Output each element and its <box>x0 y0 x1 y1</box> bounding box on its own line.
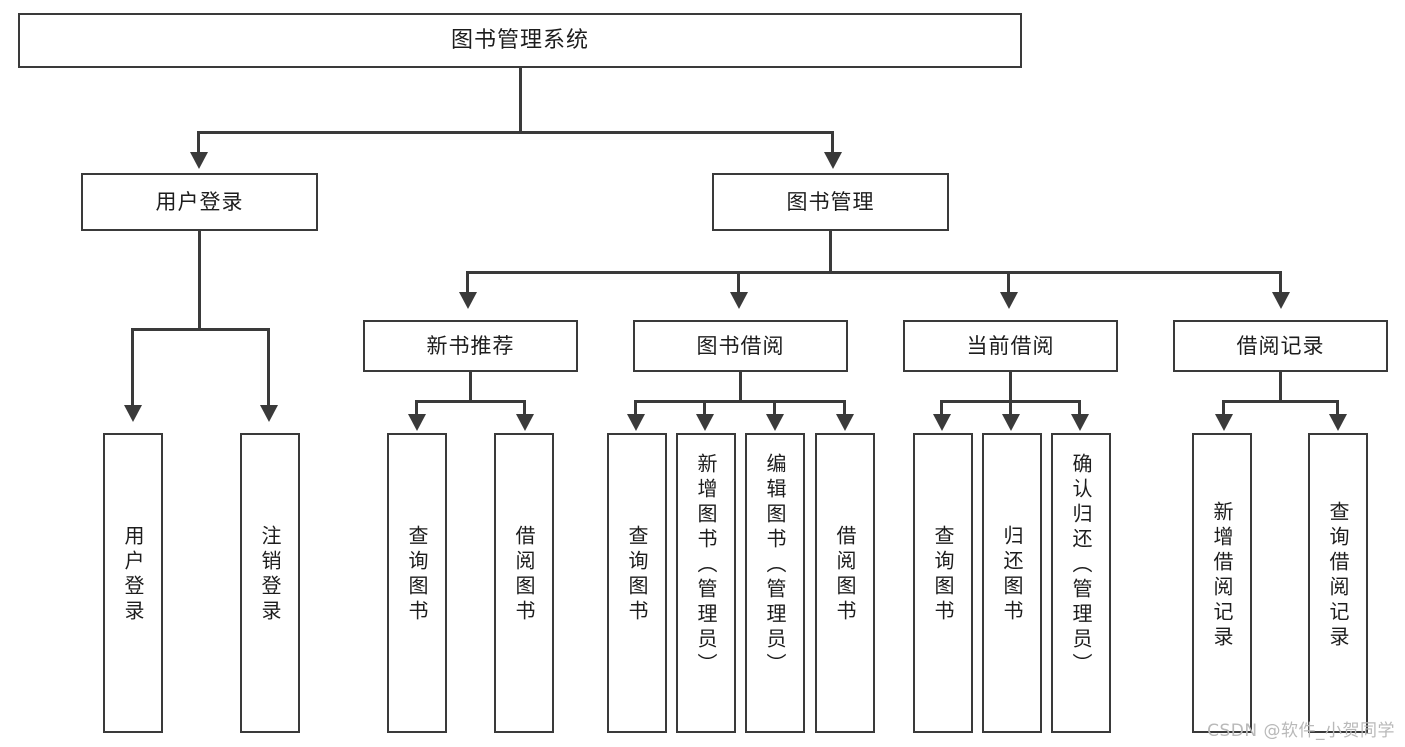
connector-login-to-leaf2 <box>267 328 270 410</box>
node-label: 借阅图书 <box>833 525 857 625</box>
node-label: 注销登录 <box>258 525 282 625</box>
node-label: 查询图书 <box>405 525 429 625</box>
leaf-borrow-add-book-admin[interactable]: 新增图书（管理员） <box>676 433 736 733</box>
connector-current-stem <box>1009 372 1012 402</box>
connector-root-stem <box>519 68 522 133</box>
connector-record-stem <box>1279 372 1282 402</box>
leaf-user-login-logout[interactable]: 注销登录 <box>240 433 300 733</box>
node-label: 新书推荐 <box>426 333 515 358</box>
node-user-login[interactable]: 用户登录 <box>81 173 318 231</box>
connector-root-bar <box>197 131 834 134</box>
connector-bookmgmt-to-borrow <box>737 271 740 296</box>
connector-current-to-leaf2 <box>1009 400 1012 418</box>
node-label: 编辑图书（管理员） <box>763 453 787 678</box>
arrow-bookmgmt-to-record <box>1272 292 1290 309</box>
leaf-record-query-record[interactable]: 查询借阅记录 <box>1308 433 1368 733</box>
arrow-current-to-leaf2 <box>1002 414 1020 431</box>
node-root-system[interactable]: 图书管理系统 <box>18 13 1022 68</box>
arrow-borrow-to-leaf4 <box>836 414 854 431</box>
leaf-recommend-borrow-book[interactable]: 借阅图书 <box>494 433 554 733</box>
connector-bookmgmt-to-current <box>1007 271 1010 296</box>
arrow-bookmgmt-to-borrow <box>730 292 748 309</box>
connector-bookmgmt-to-record <box>1279 271 1282 296</box>
node-label: 借阅图书 <box>512 525 536 625</box>
node-label: 用户登录 <box>121 525 145 625</box>
arrow-current-to-leaf3 <box>1071 414 1089 431</box>
connector-recommend-stem <box>469 372 472 402</box>
connector-current-to-leaf3 <box>1078 400 1081 418</box>
leaf-user-login-login[interactable]: 用户登录 <box>103 433 163 733</box>
connector-bookmgmt-to-recommend <box>466 271 469 296</box>
arrow-borrow-to-leaf3 <box>766 414 784 431</box>
leaf-borrow-borrow-book[interactable]: 借阅图书 <box>815 433 875 733</box>
arrow-login-to-leaf2 <box>260 405 278 422</box>
node-borrow-record[interactable]: 借阅记录 <box>1173 320 1388 372</box>
node-book-management[interactable]: 图书管理 <box>712 173 949 231</box>
connector-borrow-bar <box>634 400 846 403</box>
node-label: 图书管理 <box>786 189 875 214</box>
node-label: 用户登录 <box>155 189 244 214</box>
node-label: 查询图书 <box>931 525 955 625</box>
connector-login-stem <box>198 231 201 331</box>
connector-login-bar <box>131 328 270 331</box>
connector-recommend-to-leaf1 <box>415 400 418 418</box>
leaf-current-query-book[interactable]: 查询图书 <box>913 433 973 733</box>
connector-recommend-to-leaf2 <box>523 400 526 418</box>
arrow-login-to-leaf1 <box>124 405 142 422</box>
arrow-root-to-bookmgmt <box>824 152 842 169</box>
node-label: 归还图书 <box>1000 525 1024 625</box>
connector-borrow-stem <box>739 372 742 402</box>
node-label: 确认归还（管理员） <box>1069 453 1093 678</box>
node-label: 查询借阅记录 <box>1326 501 1350 651</box>
connector-login-to-leaf1 <box>131 328 134 410</box>
node-label: 图书借阅 <box>696 333 785 358</box>
connector-record-bar <box>1222 400 1339 403</box>
arrow-recommend-to-leaf2 <box>516 414 534 431</box>
connector-bookmgmt-bar <box>466 271 1282 274</box>
node-label: 当前借阅 <box>966 333 1055 358</box>
connector-recommend-bar <box>415 400 526 403</box>
leaf-current-confirm-return-admin[interactable]: 确认归还（管理员） <box>1051 433 1111 733</box>
leaf-borrow-edit-book-admin[interactable]: 编辑图书（管理员） <box>745 433 805 733</box>
leaf-borrow-query-book[interactable]: 查询图书 <box>607 433 667 733</box>
arrow-borrow-to-leaf2 <box>696 414 714 431</box>
leaf-record-add-record[interactable]: 新增借阅记录 <box>1192 433 1252 733</box>
arrow-recommend-to-leaf1 <box>408 414 426 431</box>
connector-bookmgmt-stem <box>829 231 832 273</box>
node-label: 新增图书（管理员） <box>694 453 718 678</box>
node-book-borrow[interactable]: 图书借阅 <box>633 320 848 372</box>
arrow-bookmgmt-to-current <box>1000 292 1018 309</box>
connector-borrow-to-leaf1 <box>634 400 637 418</box>
connector-record-to-leaf2 <box>1336 400 1339 418</box>
arrow-record-to-leaf1 <box>1215 414 1233 431</box>
connector-borrow-to-leaf4 <box>843 400 846 418</box>
leaf-current-return-book[interactable]: 归还图书 <box>982 433 1042 733</box>
connector-root-to-login <box>197 131 200 156</box>
connector-record-to-leaf1 <box>1222 400 1225 418</box>
leaf-recommend-query-book[interactable]: 查询图书 <box>387 433 447 733</box>
arrow-record-to-leaf2 <box>1329 414 1347 431</box>
node-label: 新增借阅记录 <box>1210 501 1234 651</box>
arrow-bookmgmt-to-recommend <box>459 292 477 309</box>
connector-current-to-leaf1 <box>940 400 943 418</box>
node-label: 图书管理系统 <box>450 27 589 53</box>
connector-borrow-to-leaf2 <box>703 400 706 418</box>
connector-borrow-to-leaf3 <box>773 400 776 418</box>
watermark-text: CSDN @软件_小贺同学 <box>1207 721 1395 741</box>
node-label: 查询图书 <box>625 525 649 625</box>
node-new-book-recommend[interactable]: 新书推荐 <box>363 320 578 372</box>
node-label: 借阅记录 <box>1236 333 1325 358</box>
arrow-root-to-login <box>190 152 208 169</box>
node-current-borrow[interactable]: 当前借阅 <box>903 320 1118 372</box>
arrow-current-to-leaf1 <box>933 414 951 431</box>
connector-root-to-bookmgmt <box>831 131 834 156</box>
arrow-borrow-to-leaf1 <box>627 414 645 431</box>
